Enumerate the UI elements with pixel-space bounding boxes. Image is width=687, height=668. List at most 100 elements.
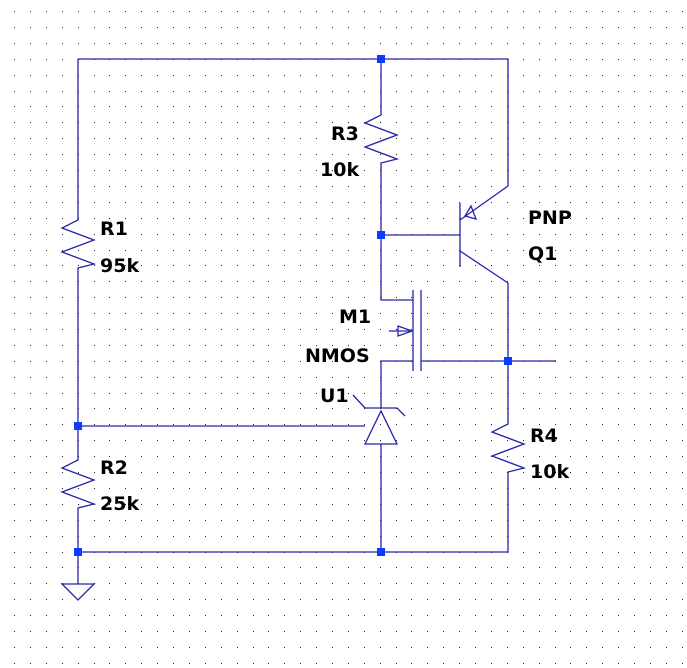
grid-dot: [125, 186, 126, 187]
wire-r3-to-node[interactable]: [380, 171, 413, 301]
grid-dot: [555, 329, 556, 330]
grid-dot: [348, 329, 349, 330]
grid-dot: [30, 106, 31, 107]
grid-dot: [523, 218, 524, 219]
junction-dot: [377, 55, 385, 63]
resistor-r1[interactable]: R1 95k: [60, 212, 139, 277]
grid-dot: [348, 567, 349, 568]
grid-dot: [14, 186, 15, 187]
grid-dot: [443, 504, 444, 505]
grid-dot: [539, 536, 540, 537]
grid-dot: [539, 154, 540, 155]
grid-dot: [237, 27, 238, 28]
grid-dot: [94, 393, 95, 394]
grid-dot: [570, 615, 571, 616]
r1-value: 95k: [100, 255, 139, 277]
grid-dot: [650, 186, 651, 187]
shunt-regulator-u1[interactable]: U1: [320, 385, 406, 445]
grid-dot: [602, 583, 603, 584]
grid-dot: [650, 536, 651, 537]
grid-dot: [427, 106, 428, 107]
grid-dot: [411, 472, 412, 473]
wire-bottom-rail[interactable]: [78, 480, 509, 553]
grid-dot: [46, 599, 47, 600]
grid-dot: [666, 27, 667, 28]
grid-dot: [539, 345, 540, 346]
grid-dot: [602, 106, 603, 107]
grid-dot: [189, 138, 190, 139]
grid-dot: [221, 520, 222, 521]
grid-dot: [618, 313, 619, 314]
grid-dot: [618, 186, 619, 187]
grid-dot: [221, 170, 222, 171]
grid-dot: [634, 59, 635, 60]
grid-dot: [141, 170, 142, 171]
grid-dot: [62, 424, 63, 425]
grid-dot: [237, 250, 238, 251]
grid-dot: [253, 472, 254, 473]
junctions: [74, 55, 512, 556]
grid-dot: [125, 345, 126, 346]
grid-dot: [94, 615, 95, 616]
grid-dot: [523, 615, 524, 616]
grid-dot: [491, 170, 492, 171]
grid-dot: [682, 186, 683, 187]
grid-dot: [284, 170, 285, 171]
grid-dot: [46, 11, 47, 12]
grid-dot: [268, 504, 269, 505]
grid-dot: [14, 43, 15, 44]
grid-dot: [14, 536, 15, 537]
grid-dot: [682, 408, 683, 409]
grid-dot: [555, 297, 556, 298]
grid-dot: [507, 218, 508, 219]
grid-dot: [396, 106, 397, 107]
grid-dot: [284, 313, 285, 314]
resistor-r2[interactable]: R2 25k: [60, 452, 139, 516]
grid-dot: [125, 218, 126, 219]
grid-dot: [443, 281, 444, 282]
resistor-r3[interactable]: R3 10k: [320, 107, 400, 181]
grid-dot: [475, 250, 476, 251]
grid-dot: [618, 536, 619, 537]
grid-dot: [189, 440, 190, 441]
grid-dot: [396, 265, 397, 266]
grid-dot: [253, 393, 254, 394]
grid-dot: [109, 583, 110, 584]
grid-dot: [237, 281, 238, 282]
grid-dot: [570, 202, 571, 203]
grid-dot: [173, 329, 174, 330]
grid-dot: [364, 186, 365, 187]
grid-dot: [125, 106, 126, 107]
pnp-transistor-q1[interactable]: PNP Q1: [459, 185, 572, 284]
grid-dot: [62, 440, 63, 441]
grid-dot: [650, 663, 651, 664]
grid-dot: [380, 345, 381, 346]
grid-dot: [284, 472, 285, 473]
ground-symbol[interactable]: [60, 583, 96, 601]
grid-dot: [682, 234, 683, 235]
grid-dot: [332, 202, 333, 203]
grid-dot: [602, 345, 603, 346]
nmos-transistor-m1[interactable]: M1 NMOS: [305, 290, 422, 371]
grid-dot: [141, 361, 142, 362]
grid-dot: [459, 583, 460, 584]
grid-dot: [205, 472, 206, 473]
grid-dot: [396, 504, 397, 505]
grid-dot: [602, 138, 603, 139]
grid-dot: [539, 75, 540, 76]
resistor-r4[interactable]: R4 10k: [490, 416, 569, 483]
wire-top-rail[interactable]: [78, 58, 509, 186]
grid-dot: [268, 313, 269, 314]
grid-dot: [586, 663, 587, 664]
grid-dot: [205, 138, 206, 139]
wire-m1-source[interactable]: [380, 360, 413, 408]
grid-dot: [205, 536, 206, 537]
grid-dot: [14, 424, 15, 425]
grid-dot: [30, 329, 31, 330]
grid-dot: [125, 408, 126, 409]
grid-dot: [364, 440, 365, 441]
grid-dot: [586, 297, 587, 298]
grid-dot: [570, 567, 571, 568]
grid-dot: [602, 313, 603, 314]
grid-dot: [396, 27, 397, 28]
